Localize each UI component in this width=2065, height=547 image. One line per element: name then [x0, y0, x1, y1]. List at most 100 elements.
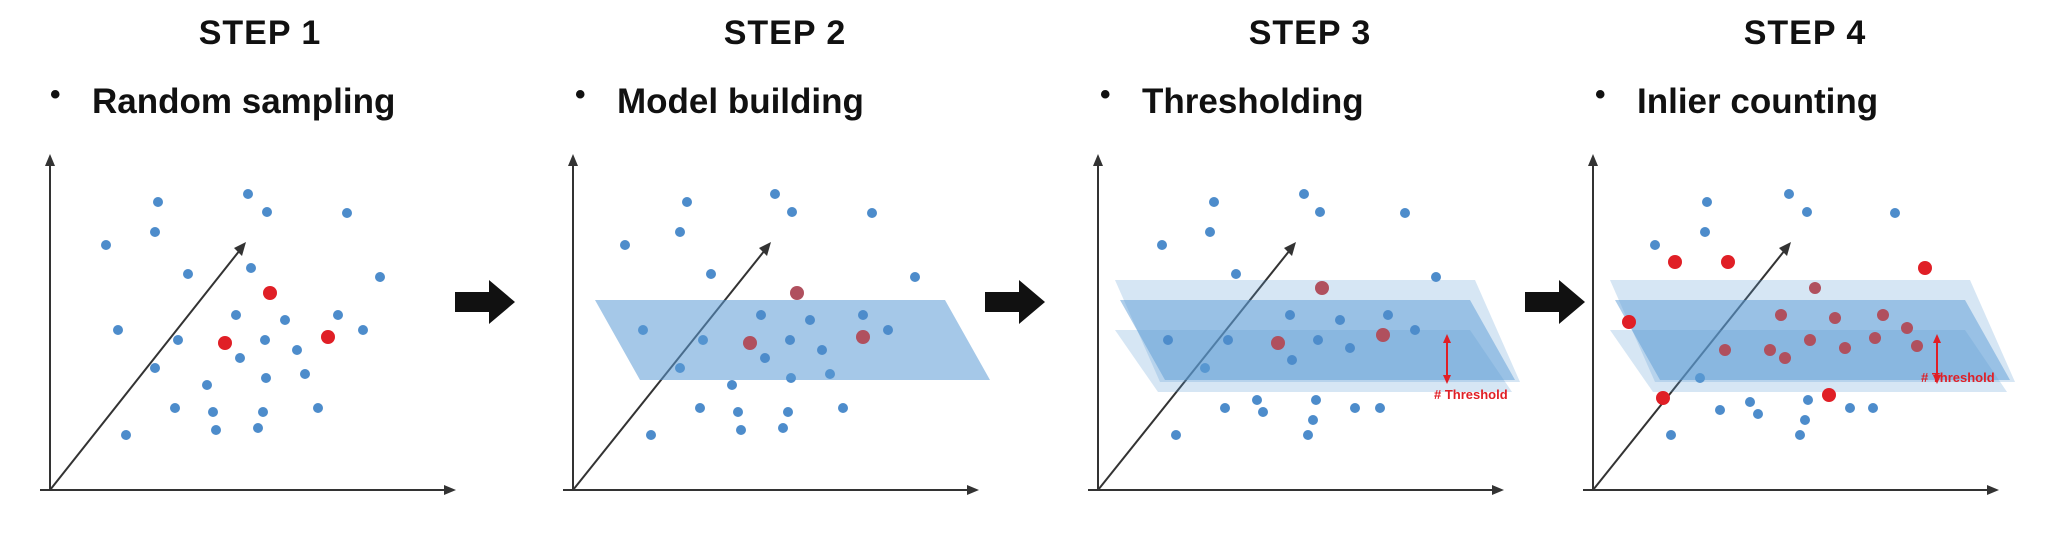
outlier-point — [1802, 207, 1812, 217]
data-point — [646, 430, 656, 440]
step-3-panel: STEP 3 • Thresholding — [1050, 0, 1570, 547]
data-point — [817, 345, 827, 355]
data-point — [805, 315, 815, 325]
threshold-indicator-head-bottom — [1933, 375, 1941, 384]
step-2-plot — [563, 154, 990, 495]
threshold-indicator-head-bottom — [1443, 375, 1451, 384]
outlier-point — [1753, 409, 1763, 419]
data-point — [300, 369, 310, 379]
inlier-point — [1721, 255, 1735, 269]
data-point — [313, 403, 323, 413]
threshold-band-lower — [1610, 330, 2007, 392]
data-points — [620, 189, 920, 440]
data-point — [1345, 343, 1355, 353]
data-point — [202, 380, 212, 390]
step-title: STEP 1 — [198, 14, 322, 52]
z-axis — [49, 249, 241, 491]
inlier-point — [1804, 334, 1816, 346]
data-point — [760, 353, 770, 363]
data-point — [342, 208, 352, 218]
z-axis-arrowhead — [1284, 242, 1296, 256]
data-point — [246, 263, 256, 273]
data-point — [1223, 335, 1233, 345]
data-point — [1231, 269, 1241, 279]
boundary-inlier-points — [1622, 255, 1932, 405]
outlier-point — [1715, 405, 1725, 415]
data-point — [785, 335, 795, 345]
threshold-label: # Threshold — [1921, 370, 1995, 385]
data-point — [1285, 310, 1295, 320]
data-point — [358, 325, 368, 335]
outlier-points — [1650, 189, 1900, 440]
step-subtitle: Random sampling — [92, 82, 396, 121]
inlier-point — [1869, 332, 1881, 344]
inlier-point — [1918, 261, 1932, 275]
data-points — [1157, 189, 1410, 440]
data-points — [101, 189, 385, 440]
z-axis-arrowhead — [1779, 242, 1791, 256]
data-point — [375, 272, 385, 282]
data-point — [727, 380, 737, 390]
step-title: STEP 4 — [1743, 14, 1867, 52]
outlier-point — [1650, 240, 1660, 250]
outlier-point — [1784, 189, 1794, 199]
inlier-points — [1719, 282, 1923, 364]
sampled-point — [1271, 336, 1285, 350]
data-point — [787, 207, 797, 217]
data-point — [1287, 355, 1297, 365]
data-point — [867, 208, 877, 218]
x-axis-arrowhead — [1987, 485, 1999, 495]
inlier-point — [1656, 391, 1670, 405]
inlier-point — [1839, 342, 1851, 354]
data-point — [675, 227, 685, 237]
inlier-point — [1622, 315, 1636, 329]
outlier-point — [1795, 430, 1805, 440]
data-point — [211, 425, 221, 435]
sampled-points — [218, 286, 335, 350]
outlier-point — [1803, 395, 1813, 405]
data-point — [1410, 325, 1420, 335]
band-points — [1163, 269, 1441, 365]
bullet: • — [50, 78, 61, 111]
sampled-point — [1376, 328, 1390, 342]
step-3-plot — [1088, 154, 1520, 495]
data-point — [1157, 240, 1167, 250]
data-point — [170, 403, 180, 413]
data-point — [1311, 395, 1321, 405]
outlier-point — [1702, 197, 1712, 207]
z-axis-arrowhead — [234, 242, 246, 256]
step-2-panel: STEP 2 • Model building — [525, 0, 1045, 547]
inlier-point — [1719, 344, 1731, 356]
sampled-point — [218, 336, 232, 350]
data-point — [858, 310, 868, 320]
data-point — [121, 430, 131, 440]
data-point — [101, 240, 111, 250]
next-step-arrow-icon — [985, 278, 1047, 331]
plane-points — [756, 310, 893, 363]
step-1-plot — [40, 154, 456, 495]
data-point — [1313, 335, 1323, 345]
data-point — [682, 197, 692, 207]
y-axis-arrowhead — [45, 154, 55, 166]
inlier-point — [1764, 344, 1776, 356]
inlier-point — [1829, 312, 1841, 324]
inlier-point — [1822, 388, 1836, 402]
bullet: • — [1595, 78, 1606, 111]
outlier-point — [1845, 403, 1855, 413]
outlier-point — [1868, 403, 1878, 413]
threshold-indicator-head-top — [1443, 334, 1451, 343]
data-point — [1299, 189, 1309, 199]
outlier-point — [1890, 208, 1900, 218]
data-point — [783, 407, 793, 417]
data-point — [173, 335, 183, 345]
threshold-band-lower — [1115, 330, 1512, 392]
data-point — [1383, 310, 1393, 320]
data-point — [1171, 430, 1181, 440]
data-point — [231, 310, 241, 320]
inlier-point — [1809, 282, 1821, 294]
inlier-point — [1877, 309, 1889, 321]
z-axis-arrowhead — [759, 242, 771, 256]
data-point — [258, 407, 268, 417]
sampled-point — [321, 330, 335, 344]
next-step-arrow-icon — [455, 278, 517, 331]
